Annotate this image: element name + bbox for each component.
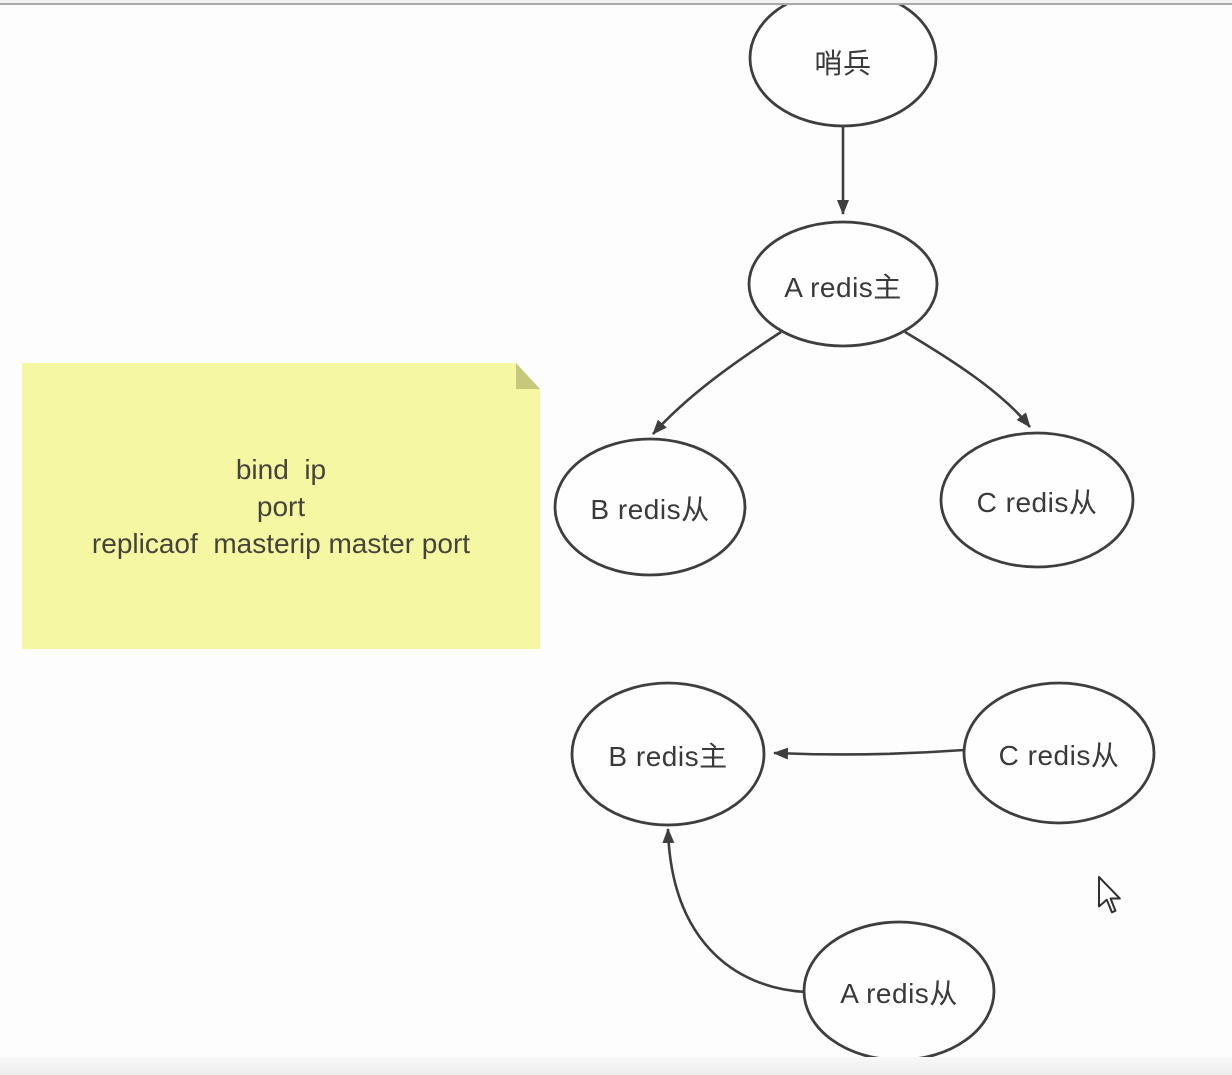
edge-a-master-to-b-slave[interactable] <box>652 330 782 435</box>
edge-a-slave-to-b-master[interactable] <box>662 828 807 994</box>
edge-c-slave2-to-b-master[interactable] <box>773 747 965 760</box>
sticky-note[interactable]: bind ip port replicaof masterip master p… <box>22 363 540 649</box>
node-a-master-shape[interactable] <box>747 220 939 348</box>
note-line-bind-ip: bind ip <box>235 453 327 485</box>
bottom-bar-edge <box>0 1057 1232 1075</box>
node-sentinel-shape[interactable] <box>748 0 938 128</box>
node-c-slave2-shape[interactable] <box>962 681 1156 825</box>
top-toolbar-edge <box>0 0 1232 5</box>
node-b-master-shape[interactable] <box>570 681 766 827</box>
edge-a-master-to-c-slave[interactable] <box>904 330 1032 428</box>
node-a-slave-shape[interactable] <box>802 920 996 1062</box>
node-b-slave-shape[interactable] <box>553 437 747 577</box>
note-line-replicaof: replicaof masterip master port <box>91 527 471 559</box>
note-line-port: port <box>256 490 306 522</box>
node-c-slave-shape[interactable] <box>939 431 1135 569</box>
